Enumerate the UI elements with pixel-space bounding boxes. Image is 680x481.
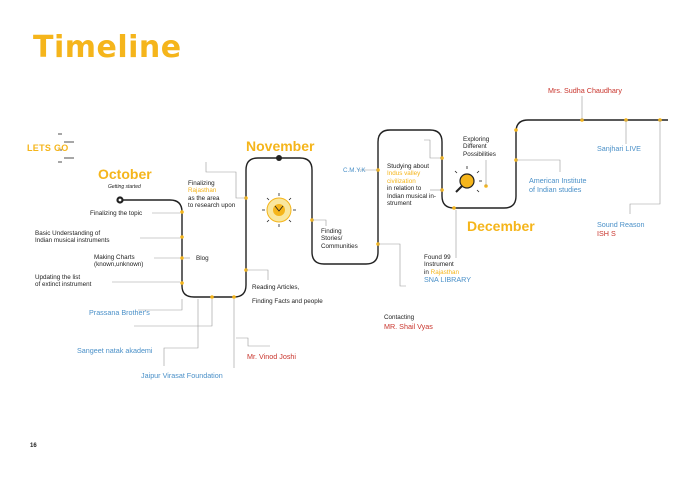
- studying-line-6: strument: [387, 200, 412, 208]
- sangeet-label: Sangeet natak akademi: [77, 346, 153, 355]
- studying-line-5: Indian musical in-: [387, 192, 436, 200]
- studying-line-1: Studying about: [387, 163, 430, 170]
- found-line-4: Rajasthan: [430, 268, 460, 276]
- reading-articles-label: Reading Articles,: [252, 284, 300, 291]
- finalizing-rajasthan-line-3: as the area: [188, 194, 220, 202]
- finalizing-rajasthan-line-4: to research upon: [188, 202, 236, 210]
- found-line-5: SNA LIBRARY: [424, 275, 472, 285]
- ish-label: ISH S: [597, 229, 616, 238]
- american-line-1: American Institute: [529, 176, 587, 185]
- sound-reason-label: Sound Reason: [597, 220, 645, 229]
- sudha-label: Mrs. Sudha Chaudhary: [548, 86, 622, 95]
- finalizing-rajasthan-label: Finalizing Rajasthan as the area to rese…: [188, 180, 235, 210]
- updating-list-line-2: of extinct instrument: [35, 281, 92, 289]
- basic-understanding-line-2: Indian musical instruments: [35, 237, 110, 245]
- exploring-line-3: Possibilities: [463, 150, 496, 158]
- studying-line-4: in relation to: [387, 185, 422, 193]
- making-charts-line-2: (known,unknown): [94, 261, 144, 269]
- cmyk-label: C.M.Y.K: [343, 167, 366, 174]
- exploring-line-1: Exploring: [463, 136, 490, 143]
- vinod-label: Mr. Vinod Joshi: [247, 352, 297, 361]
- found-label: Found 99 Instrument in Rajasthan SNA LIB…: [424, 254, 471, 284]
- contacting-label: Contacting: [384, 314, 415, 321]
- page-title: Timeline: [33, 30, 182, 65]
- timeline-path: [120, 119, 668, 298]
- page-number: 16: [30, 443, 37, 449]
- month-december: December: [467, 218, 535, 234]
- october-subtitle: Getting started: [108, 184, 141, 190]
- updating-list-label: Updating the list of extinct instrument: [35, 274, 91, 289]
- finding-stories-label: Finding Stories/ Communities: [321, 228, 358, 250]
- shail-vyas-label: MR. Shail Vyas: [384, 322, 433, 331]
- american-institute-label: American Institute of Indian studies: [529, 176, 587, 194]
- blog-label: Blog: [196, 255, 209, 262]
- finding-facts-label: Finding Facts and people: [252, 298, 323, 305]
- sanjhari-label: Sanjhari LIVE: [597, 144, 641, 153]
- finding-stories-line-2: Stories/: [321, 235, 343, 243]
- november-dot-icon: [276, 155, 282, 161]
- studying-label: Studying about Indus valley civilization…: [387, 163, 436, 207]
- making-charts-line-1: Making Charts: [94, 254, 135, 261]
- found-line-3: in: [424, 268, 429, 276]
- making-charts-label: Making Charts (known,unknown): [94, 254, 143, 269]
- finding-stories-line-3: Communities: [321, 242, 358, 250]
- lets-go-label: LETS GO: [27, 143, 69, 153]
- basic-understanding-line-1: Basic Understanding of: [35, 230, 101, 237]
- finalizing-topic-label: Finalizing the topic: [90, 210, 143, 217]
- lightbulb-icon: [454, 166, 482, 193]
- found-line-1: Found 99: [424, 254, 451, 261]
- exploring-line-2: Different: [463, 143, 487, 151]
- studying-line-2: Indus valley: [387, 170, 421, 178]
- finalizing-rajasthan-line-1: Finalizing: [188, 180, 215, 187]
- month-november: November: [246, 138, 315, 154]
- exploring-label: Exploring Different Possibilities: [463, 136, 496, 158]
- studying-line-3: civilization: [387, 177, 416, 185]
- basic-understanding-label: Basic Understanding of Indian musical in…: [35, 230, 110, 245]
- finding-stories-line-1: Finding: [321, 228, 342, 235]
- prassana-label: Prassana Brother's: [89, 308, 150, 317]
- updating-list-line-1: Updating the list: [35, 274, 81, 281]
- sun-icon: [262, 193, 296, 227]
- finalizing-rajasthan-line-2: Rajasthan: [188, 187, 217, 195]
- american-line-2: of Indian studies: [529, 185, 582, 194]
- found-line-2: Instrument: [424, 261, 454, 269]
- month-october: October: [98, 166, 152, 182]
- jaipur-label: Jaipur Virasat Foundation: [141, 371, 223, 380]
